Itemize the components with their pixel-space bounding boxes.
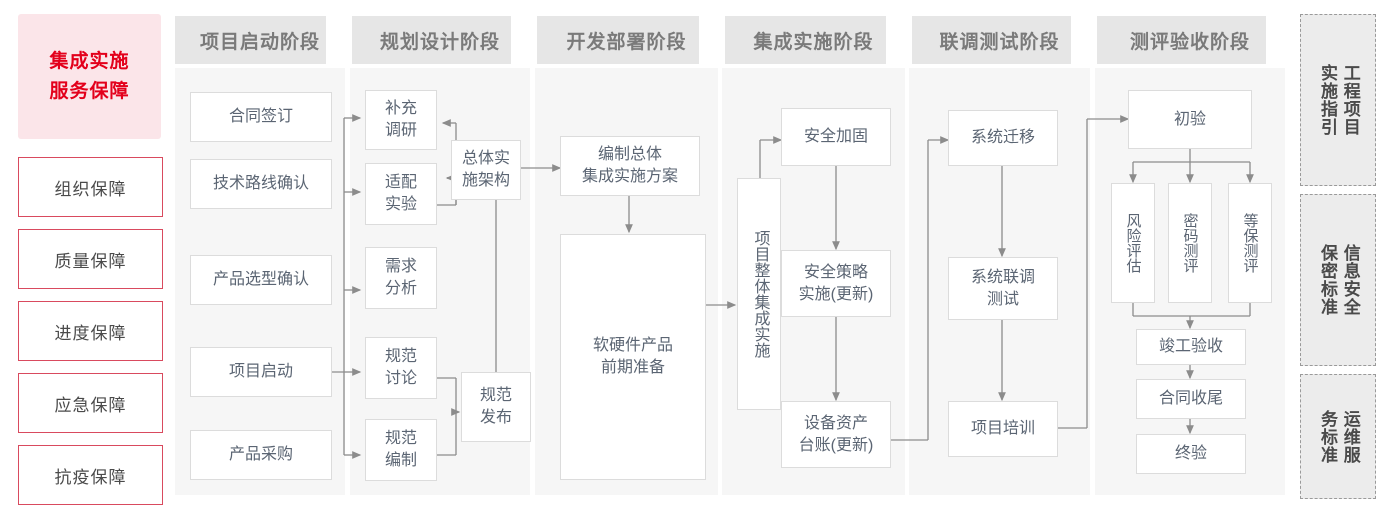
node-hw-sw-product-preparation[interactable]: 软硬件产品前期准备: [560, 234, 706, 480]
node-label: 项目培训: [970, 420, 1035, 437]
node-standard-release[interactable]: 规范发布: [461, 372, 531, 442]
chevron-separator-3-icon: [699, 16, 725, 64]
node-overall-project-integration[interactable]: 项目整体集成实施: [737, 178, 781, 410]
standards-rail: 工程项目实施指引 信息安全保密标准 运维服务标准: [1300, 14, 1376, 499]
node-label: 项目整体集成实施: [751, 230, 769, 358]
sidebar-main-title-text: 集成实施服务保障: [49, 50, 130, 102]
sidebar-item-quality[interactable]: 质量保障: [18, 229, 163, 289]
phase-header-label: 测评验收阶段: [1129, 31, 1250, 53]
node-label: 产品采购: [228, 446, 293, 463]
phase-header-label: 联调测试阶段: [939, 31, 1060, 53]
node-label: 需求分析: [384, 258, 417, 297]
node-label: 安全加固: [803, 128, 868, 145]
node-system-joint-debug-test[interactable]: 系统联调测试: [948, 257, 1058, 320]
phase-header-label: 开发部署阶段: [566, 31, 687, 53]
phase-header-3[interactable]: 开发部署阶段: [535, 16, 718, 64]
node-label: 初验: [1173, 110, 1206, 128]
sidebar-item-label: 质量保障: [54, 251, 127, 271]
node-project-training[interactable]: 项目培训: [948, 401, 1058, 457]
node-standard-drafting[interactable]: 规范编制: [365, 419, 437, 481]
sidebar-item-organization[interactable]: 组织保障: [18, 157, 163, 217]
rail-item-security-standard[interactable]: 信息安全保密标准: [1300, 194, 1376, 366]
chevron-separator-6-icon: [1266, 16, 1292, 64]
node-project-kickoff[interactable]: 项目启动: [190, 347, 332, 397]
sidebar-item-schedule[interactable]: 进度保障: [18, 301, 163, 361]
node-equipment-asset-ledger[interactable]: 设备资产台账(更新): [781, 401, 891, 468]
node-draft-overall-integration-plan[interactable]: 编制总体集成实施方案: [560, 136, 700, 196]
node-preliminary-acceptance[interactable]: 初验: [1128, 90, 1252, 149]
node-label: 密码测评: [1181, 213, 1199, 273]
node-label: 系统联调测试: [970, 268, 1035, 308]
node-label: 合同收尾: [1158, 390, 1223, 407]
phase-header-label: 集成实施阶段: [753, 31, 874, 53]
rail-item-label: 信息安全保密标准: [1318, 244, 1360, 316]
node-security-hardening[interactable]: 安全加固: [781, 108, 891, 166]
node-label: 终验: [1174, 445, 1207, 462]
node-overall-implementation-architecture[interactable]: 总体实施架构: [451, 140, 521, 200]
rail-item-ops-service-standard[interactable]: 运维服务标准: [1300, 374, 1376, 499]
node-final-acceptance[interactable]: 终验: [1136, 434, 1246, 474]
phase-header-1[interactable]: 项目启动阶段: [175, 16, 345, 64]
chevron-separator-1-icon: [326, 16, 352, 64]
node-contract-signing[interactable]: 合同签订: [190, 92, 332, 142]
sidebar-item-epidemic[interactable]: 抗疫保障: [18, 445, 163, 505]
chevron-separator-5-icon: [1071, 16, 1097, 64]
sidebar-item-emergency[interactable]: 应急保障: [18, 373, 163, 433]
node-label: 规范发布: [479, 387, 512, 426]
node-label: 竣工验收: [1158, 338, 1223, 355]
node-label: 风险评估: [1124, 213, 1142, 273]
node-adaptation-experiment[interactable]: 适配实验: [365, 163, 437, 225]
guarantee-sidebar: 集成实施服务保障 组织保障 质量保障 进度保障 应急保障 抗疫保障: [18, 14, 163, 505]
rail-item-label: 工程项目实施指引: [1318, 64, 1360, 136]
sidebar-item-label: 组织保障: [54, 179, 127, 199]
node-contract-closure[interactable]: 合同收尾: [1136, 379, 1246, 419]
node-risk-assessment[interactable]: 风险评估: [1111, 183, 1155, 303]
phase-header-label: 规划设计阶段: [379, 31, 500, 53]
sidebar-item-label: 应急保障: [54, 395, 127, 415]
node-completion-acceptance[interactable]: 竣工验收: [1136, 329, 1246, 365]
phase-header-4[interactable]: 集成实施阶段: [722, 16, 905, 64]
sidebar-item-label: 进度保障: [54, 323, 127, 343]
rail-item-engineering-guide[interactable]: 工程项目实施指引: [1300, 14, 1376, 186]
chevron-separator-4-icon: [886, 16, 912, 64]
node-requirement-analysis[interactable]: 需求分析: [365, 247, 437, 309]
rail-item-label: 运维服务标准: [1318, 409, 1360, 464]
node-label: 软硬件产品前期准备: [592, 337, 673, 376]
node-cryptography-evaluation[interactable]: 密码测评: [1168, 183, 1212, 303]
node-label: 安全策略实施(更新): [798, 263, 874, 303]
node-label: 设备资产台账(更新): [798, 414, 874, 454]
phase-header-6[interactable]: 测评验收阶段: [1095, 16, 1285, 64]
chevron-separator-2-icon: [511, 16, 537, 64]
sidebar-item-label: 抗疫保障: [54, 467, 127, 487]
node-supplementary-research[interactable]: 补充调研: [365, 90, 437, 150]
node-label: 编制总体集成实施方案: [581, 146, 678, 185]
sidebar-main-title: 集成实施服务保障: [18, 14, 161, 139]
node-product-selection-confirm[interactable]: 产品选型确认: [190, 255, 332, 305]
node-label: 补充调研: [384, 100, 417, 139]
node-label: 规范编制: [384, 430, 417, 469]
node-label: 等保测评: [1241, 213, 1259, 273]
node-label: 技术路线确认: [212, 175, 309, 192]
node-label: 系统迁移: [970, 129, 1035, 146]
node-system-migration[interactable]: 系统迁移: [948, 110, 1058, 166]
node-label: 总体实施架构: [461, 150, 510, 189]
node-security-policy-implementation[interactable]: 安全策略实施(更新): [781, 250, 891, 317]
node-label: 合同签订: [228, 108, 293, 125]
node-label: 产品选型确认: [212, 271, 309, 288]
phase-header-2[interactable]: 规划设计阶段: [350, 16, 530, 64]
node-label: 适配实验: [384, 174, 417, 213]
phase-header-5[interactable]: 联调测试阶段: [909, 16, 1090, 64]
node-label: 规范讨论: [384, 348, 417, 387]
node-mlps-evaluation[interactable]: 等保测评: [1228, 183, 1272, 303]
node-product-procurement[interactable]: 产品采购: [190, 430, 332, 480]
node-standard-discussion[interactable]: 规范讨论: [365, 337, 437, 399]
node-tech-route-confirm[interactable]: 技术路线确认: [190, 159, 332, 209]
phase-header-label: 项目启动阶段: [199, 31, 320, 53]
node-label: 项目启动: [228, 363, 293, 380]
